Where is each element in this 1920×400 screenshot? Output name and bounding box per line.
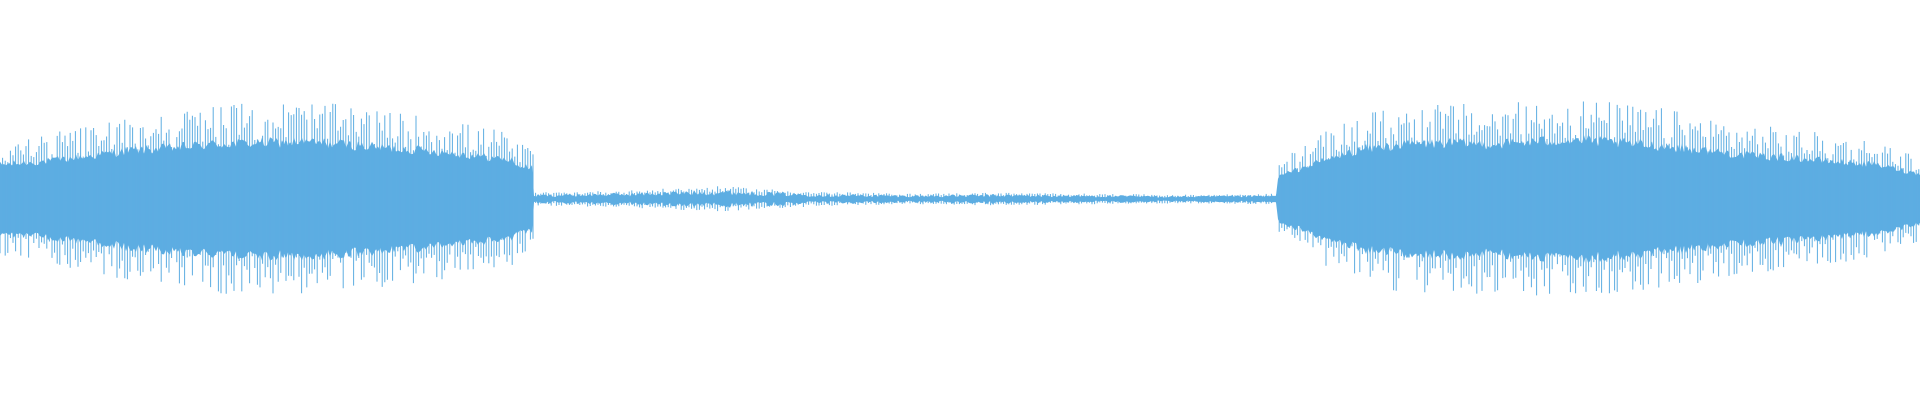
waveform-core bbox=[0, 135, 1920, 263]
waveform-body bbox=[0, 135, 1920, 263]
waveform-spikes bbox=[0, 101, 1920, 296]
